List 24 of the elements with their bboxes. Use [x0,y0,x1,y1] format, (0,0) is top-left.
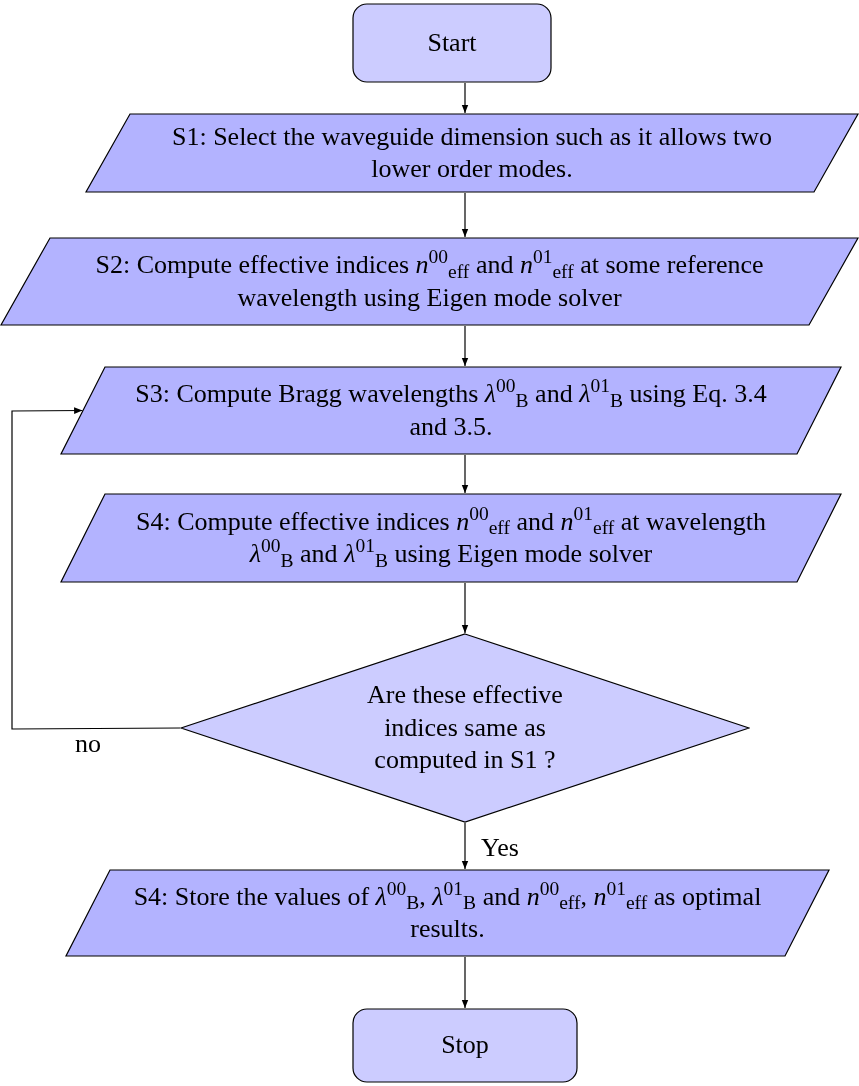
node-text: S4: Store the values of λ$^{00}$$_{B}$, λ$^{01}$$_{B}$ and n$^{00}$$_{eff}$, n$^{01}$$_{eff}$ as optimal results. [132,880,763,945]
process-parallelogram [85,113,859,193]
terminal-box [352,3,552,83]
process-parallelogram [60,493,842,583]
process-parallelogram [0,237,859,326]
arrow [461,822,469,870]
arrow [461,454,469,494]
process-parallelogram [60,366,842,455]
decision-diamond [180,633,750,823]
process-parallelogram [65,869,830,957]
node-text: Stop [441,1029,489,1062]
arrow [461,82,469,114]
arrow [461,325,469,367]
terminal-box [352,1008,578,1083]
node-text: S2: Compute effective indices n$^{00}$$_{eff}$ and n$^{01}$$_{eff}$ at some reference wavelength using Eigen mode solver [94,249,765,314]
node-text: S1: Select the waveguide dimension such as it allows two lower order modes. [170,120,774,185]
node-text: Are these effective indices same as computed in S1 ? [366,679,564,777]
arrow [11,407,181,730]
node-text: Start [427,26,477,59]
arrow [461,582,469,634]
arrow [461,956,469,1009]
arrow [461,192,469,238]
node-text: S4: Compute effective indices n$^{00}$$_{eff}$ and n$^{01}$$_{eff}$ at wavelength λ$^{00}$$_{B}$ and λ$^{01}$$_{B}$ using Eigen mode solver [135,505,767,571]
node-text: S3: Compute Bragg wavelengths λ$^{00}$$_{B}$ and λ$^{01}$$_{B}$ using Eq. 3.4 and 3.5. [134,378,768,443]
